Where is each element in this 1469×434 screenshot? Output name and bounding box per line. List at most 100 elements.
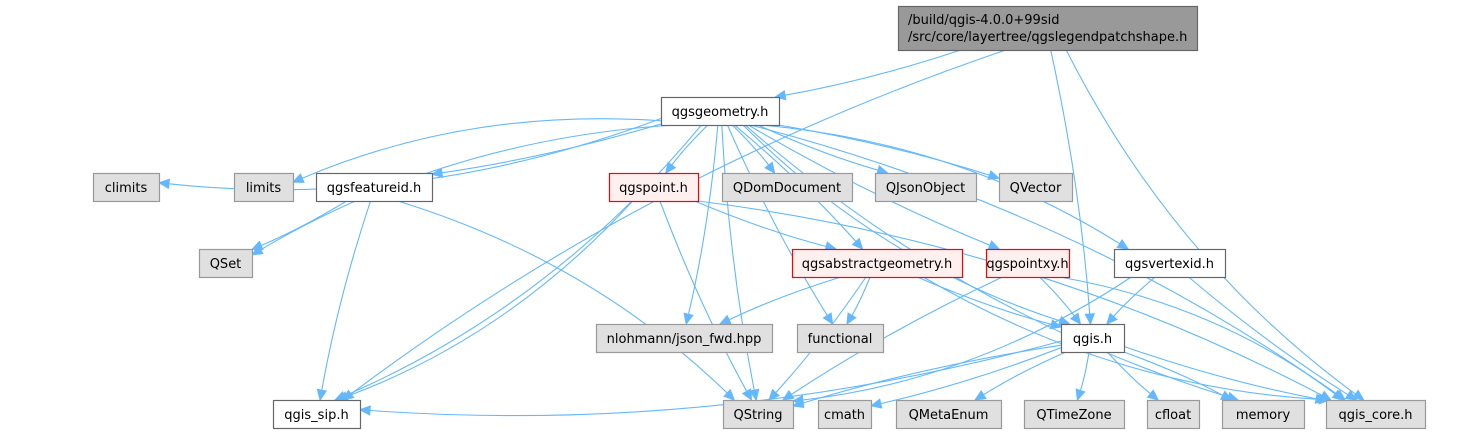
node-label-functional: functional — [808, 332, 873, 347]
node-label-qgsfeatureid: qgsfeatureid.h — [327, 181, 421, 196]
edge-qgis-to-qgis_sip — [369, 340, 1062, 417]
arrowhead-qgspointxy-to-QString — [781, 389, 795, 401]
arrowhead-qgsgeometry-to-json_fwd — [683, 312, 694, 326]
edge-qgsgeometry-to-qgsfeatureid — [441, 123, 662, 174]
arrowhead-qgsvertexid-to-qgis_core — [1344, 389, 1358, 401]
node-QString: QString — [722, 399, 795, 430]
node-box-QDomDocument — [721, 172, 854, 203]
node-label-QTimeZone: QTimeZone — [1036, 408, 1111, 423]
node-box-qgsfeatureid — [315, 172, 434, 203]
node-qgsgeometry[interactable]: qgsgeometry.h — [660, 96, 781, 127]
node-qgsfeatureid[interactable]: qgsfeatureid.h — [315, 172, 434, 203]
node-QDomDocument: QDomDocument — [721, 172, 854, 203]
node-limits: limits — [233, 172, 295, 203]
arrowhead-qgsgeometry-to-qgsfeatureid — [430, 167, 444, 178]
arrowhead-qgsgeometry-to-QString — [749, 388, 760, 402]
node-QSet: QSet — [198, 248, 254, 279]
arrowhead-qgis-to-qgis_sip — [358, 405, 371, 416]
node-box-qgsabstractgeometry — [791, 248, 964, 279]
edge-qgsgeometry-to-json_fwd — [687, 124, 719, 315]
edge-qgis-to-cmath — [880, 347, 1062, 405]
node-label-qgis_core: qgis_core.h — [1339, 408, 1413, 423]
node-box-qgsvertexid — [1113, 248, 1227, 279]
node-label-QMetaEnum: QMetaEnum — [909, 408, 989, 423]
node-label-json_fwd: nlohmann/json_fwd.hpp — [607, 332, 762, 347]
arrowhead-qgis-to-memory — [1219, 390, 1233, 401]
node-box-memory — [1221, 399, 1306, 430]
edge-root-to-qgsgeometry — [785, 49, 961, 96]
arrowhead-qgsgeometry-to-QDomDocument — [764, 161, 776, 174]
edge-qgsfeatureid-to-qgis_sip — [321, 200, 372, 391]
edge-qgis-to-qgis_core — [1123, 345, 1317, 400]
arrowhead-root-to-qgis — [1084, 313, 1095, 326]
node-label-cmath: cmath — [824, 408, 865, 423]
node-label-limits: limits — [246, 181, 282, 196]
node-root[interactable]: /build/qgis-4.0.0+99sid/src/core/layertr… — [897, 5, 1199, 52]
arrowhead-qgspointxy-to-qgis_core — [1331, 389, 1345, 401]
node-box-qgis — [1060, 323, 1126, 354]
edge-qgsabstractgeometry-to-json_fwd — [728, 276, 842, 321]
edge-qgis-to-QMetaEnum — [983, 351, 1067, 396]
arrowhead-qgis-to-QMetaEnum — [973, 389, 987, 401]
arrowhead-qgspoint-to-QString — [741, 388, 753, 402]
node-qgis_sip[interactable]: qgis_sip.h — [272, 399, 362, 430]
node-box-qgis_core — [1325, 399, 1427, 430]
edge-qgspointxy-to-QString — [790, 276, 1003, 395]
edge-qgsgeometry-to-limits — [301, 118, 662, 179]
arrowhead-qgsabstractgeometry-to-json_fwd — [718, 314, 732, 325]
edge-qgsfeatureid-to-QString — [397, 200, 728, 394]
node-label-QVector: QVector — [1010, 181, 1062, 196]
node-memory: memory — [1221, 399, 1306, 430]
node-qgis_core: qgis_core.h — [1325, 399, 1427, 430]
arrowhead-qgsgeometry-to-qgsvertexid — [1116, 238, 1130, 250]
edge-qgsgeometry-to-qgsvertexid — [761, 124, 1120, 245]
arrowhead-qgspointxy-to-qgis — [1069, 312, 1082, 325]
edge-qgsvertexid-to-qgis_core — [1188, 276, 1349, 396]
edge-qgsgeometry-to-QDomDocument — [731, 124, 770, 166]
edge-qgis-to-cfloat — [1106, 351, 1151, 395]
node-label-qgis_sip: qgis_sip.h — [284, 408, 348, 423]
node-box-QSet — [198, 248, 254, 279]
node-label-QJsonObject: QJsonObject — [886, 181, 965, 196]
arrowhead-qgsgeometry-to-climits — [157, 178, 170, 190]
node-qgspoint[interactable]: qgspoint.h — [608, 172, 700, 203]
node-QVector: QVector — [998, 172, 1074, 203]
node-box-functional — [796, 323, 885, 354]
node-box-root — [897, 5, 1199, 52]
node-box-QString — [722, 399, 795, 430]
node-QMetaEnum: QMetaEnum — [895, 399, 1003, 430]
node-label-qgspointxy: qgspointxy.h — [986, 257, 1068, 272]
node-qgsabstractgeometry[interactable]: qgsabstractgeometry.h — [791, 248, 964, 279]
node-QJsonObject: QJsonObject — [874, 172, 978, 203]
node-box-climits — [92, 172, 161, 203]
node-label-qgsgeometry: qgsgeometry.h — [672, 105, 769, 120]
arrowhead-qgsgeometry-to-qgsabstractgeometry — [851, 237, 864, 250]
edge-qgsvertexid-to-qgis — [1113, 276, 1156, 317]
arrowhead-qgsgeometry-to-qgspointxy — [987, 240, 1001, 250]
edge-qgsgeometry-to-QVector — [778, 124, 990, 176]
edge-qgsabstractgeometry-to-qgis_core — [922, 276, 1320, 400]
edge-qgsvertexid-to-QString — [802, 276, 1132, 401]
node-box-qgis_sip — [272, 399, 362, 430]
node-label-cfloat: cfloat — [1155, 408, 1191, 423]
edge-qgspointxy-to-qgis_core — [1059, 276, 1336, 395]
node-label-climits: climits — [105, 181, 148, 196]
node-json_fwd: nlohmann/json_fwd.hpp — [595, 323, 774, 354]
arrowhead-qgsfeatureid-to-qgis_sip — [316, 388, 328, 402]
edge-qgis-to-memory — [1123, 351, 1224, 396]
node-label-memory: memory — [1236, 408, 1291, 423]
edge-qgsgeometry-to-qgis — [742, 124, 1061, 322]
edge-qgspoint-to-QString — [659, 200, 748, 392]
node-qgis[interactable]: qgis.h — [1060, 323, 1126, 354]
node-qgsvertexid[interactable]: qgsvertexid.h — [1113, 248, 1227, 279]
edge-qgsabstractgeometry-to-qgis — [916, 276, 1052, 325]
node-box-cfloat — [1146, 399, 1201, 430]
edges-layer — [157, 49, 1365, 417]
node-box-cmath — [817, 399, 873, 430]
edge-qgsgeometry-to-functional — [726, 124, 828, 316]
edge-qgsgeometry-to-qgspoint — [671, 124, 709, 166]
node-qgspointxy[interactable]: qgspointxy.h — [985, 248, 1071, 279]
arrowhead-qgis-to-qgis_core — [1314, 393, 1328, 404]
arrowhead-qgsabstractgeometry-to-functional — [846, 312, 857, 326]
